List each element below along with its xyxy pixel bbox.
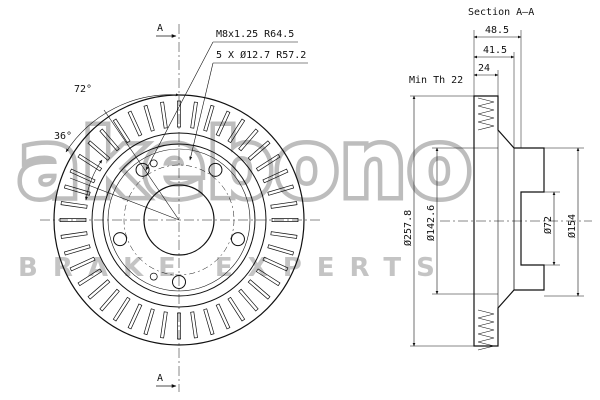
vent-slot <box>271 218 299 222</box>
bolt-hole <box>113 232 128 247</box>
vent-slot <box>112 296 131 322</box>
section-vent-channels <box>477 97 495 351</box>
dim-disc-thickness: 24 <box>478 63 490 74</box>
center-bore <box>143 184 215 256</box>
vent-slot <box>160 311 168 339</box>
vent-slot <box>262 256 289 272</box>
vent-slot <box>59 218 87 222</box>
angle-label-72: 72° <box>74 84 92 95</box>
dim-overall-height: 48.5 <box>485 25 509 36</box>
thread-hole <box>149 159 158 168</box>
vent-slot <box>63 244 91 256</box>
vent-slot <box>255 268 281 287</box>
vent-slot <box>215 303 231 330</box>
dia-hat-label: Ø142.6 <box>425 205 437 241</box>
angle-arc-72 <box>65 93 180 153</box>
vent-slot <box>177 312 181 340</box>
section-title: Section A–A <box>468 7 534 18</box>
vent-slot <box>190 311 198 339</box>
vent-slot <box>267 244 295 256</box>
vent-slot <box>227 296 246 322</box>
vent-slot <box>190 101 198 129</box>
bolt-hole <box>208 162 223 177</box>
section-marker-top: A <box>157 23 163 34</box>
vent-slot <box>270 231 298 239</box>
vent-slot <box>127 303 143 330</box>
vent-slot <box>270 201 298 209</box>
vent-slot <box>77 268 103 287</box>
vent-slot <box>215 110 231 137</box>
vent-slot <box>69 256 96 272</box>
vent-channel-top <box>477 97 495 131</box>
vent-slot <box>247 279 271 300</box>
vent-slot <box>99 288 120 312</box>
vent-slot <box>238 128 259 152</box>
vent-slot <box>247 140 271 161</box>
vent-slot <box>227 118 246 144</box>
thread-spec-leader <box>145 41 214 171</box>
angle-arc-36 <box>85 159 103 201</box>
front-view: 72° 36° A A M8x1.25 R64.5 5 X Ø12.7 R57.… <box>40 23 320 392</box>
min-thickness-label: Min Th 22 <box>409 75 463 86</box>
bolt-holes <box>113 159 245 289</box>
vent-channel-bottom <box>477 309 495 351</box>
bolt-hole <box>230 232 245 247</box>
dia-bore-label: Ø72 <box>542 216 554 234</box>
vent-slot <box>143 308 155 336</box>
vent-slot <box>255 153 281 172</box>
vent-slot <box>60 201 88 209</box>
vent-slot <box>203 104 215 132</box>
bolt-spec-label: 5 X Ø12.7 R57.2 <box>216 49 306 61</box>
vent-slot <box>87 279 111 300</box>
vent-slot <box>238 288 259 312</box>
section-view: Section A–A Min Th 22 48.5 41.5 24 Ø257.… <box>402 7 592 351</box>
bolt-hole <box>172 275 186 289</box>
watermark-tagline: BRAKE EXPERTS <box>18 253 450 283</box>
angle-label-36: 36° <box>54 131 72 142</box>
dia-hub-label: Ø154 <box>566 214 578 238</box>
thread-hole <box>149 272 158 281</box>
bolt-spec-leader <box>189 62 214 161</box>
vent-slot <box>267 184 295 196</box>
section-marker-bottom: A <box>157 373 163 384</box>
bolt-hole <box>135 162 150 177</box>
vent-slot <box>203 308 215 336</box>
dia-outer-label: Ø257.8 <box>402 210 414 246</box>
dim-hat-height: 41.5 <box>483 45 507 56</box>
thread-spec-label: M8x1.25 R64.5 <box>216 29 294 40</box>
vent-slot <box>60 231 88 239</box>
vent-slot <box>262 168 289 184</box>
